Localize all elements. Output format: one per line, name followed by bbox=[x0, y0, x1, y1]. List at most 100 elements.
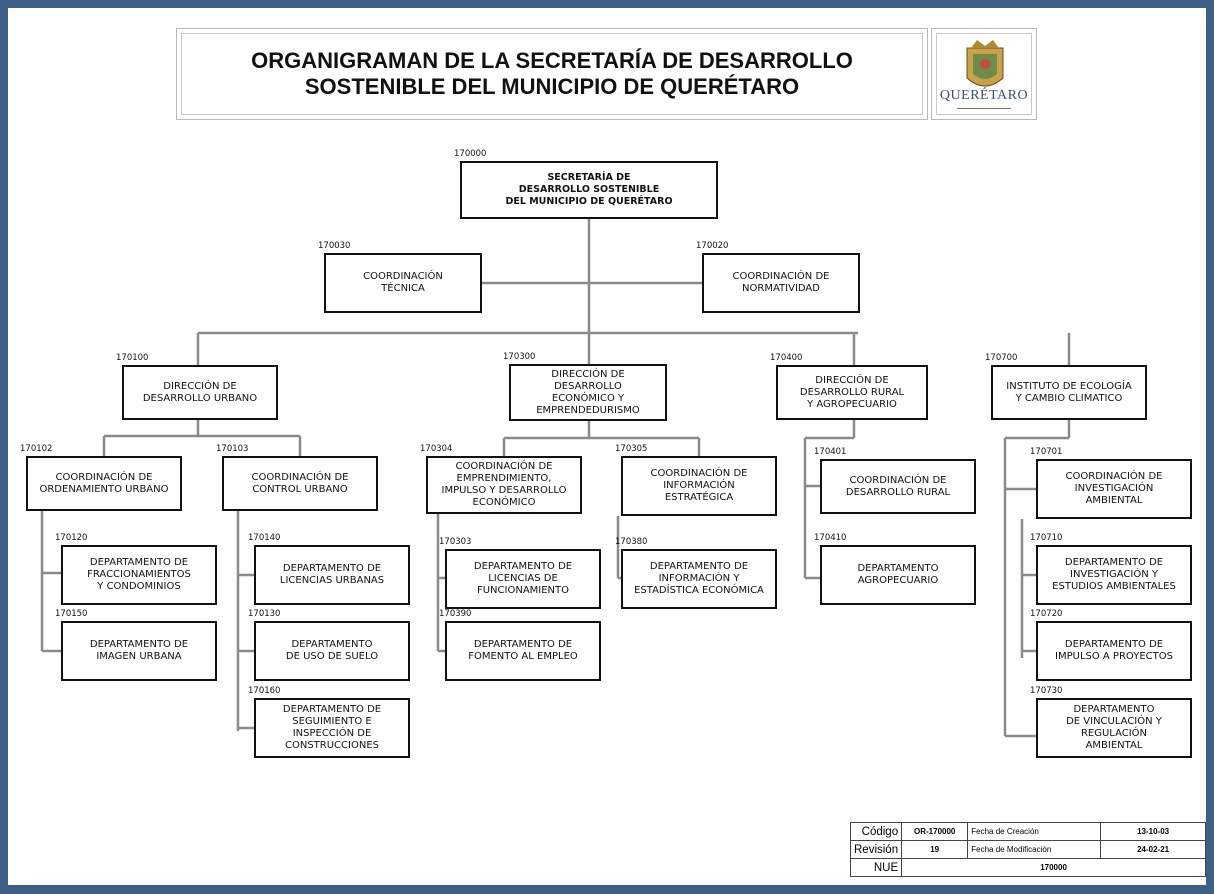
fecha-mod-value: 24-02-21 bbox=[1100, 840, 1206, 859]
unit-code-iecc: 170700 bbox=[985, 353, 1018, 363]
org-unit-line: DESARROLLO bbox=[554, 380, 622, 392]
unit-code-sec: 170000 bbox=[454, 149, 487, 159]
org-unit-line: DIRECCIÓN DE bbox=[551, 368, 625, 380]
unit-code-duso: 170130 bbox=[248, 609, 281, 619]
org-unit-line: Y CONDOMINIOS bbox=[97, 581, 181, 592]
revision-label: Revisión bbox=[849, 840, 903, 859]
org-unit-line: Y AGROPECUARIO bbox=[807, 398, 897, 410]
org-unit-line: IMPULSO Y DESARROLLO bbox=[441, 485, 567, 496]
org-unit-line: FOMENTO AL EMPLEO bbox=[468, 651, 578, 662]
unit-code-cemp: 170304 bbox=[420, 444, 453, 454]
unit-code-cord: 170102 bbox=[20, 444, 53, 454]
unit-code-dfra: 170120 bbox=[55, 533, 88, 543]
org-unit-line: DESARROLLO URBANO bbox=[142, 392, 258, 404]
org-unit-line: ESTRATÉGICA bbox=[664, 492, 734, 503]
org-unit-line: CONSTRUCCIONES bbox=[285, 740, 379, 751]
org-unit-line: INFORMACIÓN Y bbox=[658, 573, 740, 584]
page: ORGANIGRAMAN DE LA SECRETARÍA DE DESARRO… bbox=[8, 8, 1206, 885]
codigo-label: Código bbox=[849, 822, 903, 841]
nue-value: 170000 bbox=[901, 858, 1206, 877]
queretaro-logo: QUERÉTARO bbox=[931, 28, 1037, 120]
org-unit-line: COORDINACIÓN DE bbox=[251, 471, 349, 483]
org-unit-line: DEPARTAMENTO DE bbox=[473, 639, 573, 650]
org-unit-line: DEPARTAMENTO DE bbox=[89, 557, 189, 568]
org-unit-line: AGROPECUARIO bbox=[857, 575, 939, 586]
org-unit-line: ORDENAMIENTO URBANO bbox=[39, 483, 169, 495]
org-unit-line: Y CAMBIO CLIMATICO bbox=[1015, 392, 1123, 404]
connector-lines bbox=[40, 219, 1071, 738]
org-unit-line: NORMATIVIDAD bbox=[742, 283, 820, 294]
title-line-1: ORGANIGRAMAN DE LA SECRETARÍA DE DESARRO… bbox=[251, 48, 853, 73]
org-unit-line: DE USO DE SUELO bbox=[285, 651, 379, 662]
org-unit-line: DEPARTAMENTO DE bbox=[89, 639, 189, 650]
unit-code-drur: 170400 bbox=[770, 353, 803, 363]
nue-label: NUE bbox=[849, 858, 903, 877]
title-line-2: SOSTENIBLE DEL MUNICIPIO DE QUERÉTARO bbox=[304, 74, 800, 99]
org-unit-line: DESARROLLO RURAL bbox=[799, 386, 905, 398]
fecha-creacion-value: 13-10-03 bbox=[1100, 822, 1206, 841]
org-unit-line: CONTROL URBANO bbox=[252, 483, 348, 495]
title-box: ORGANIGRAMAN DE LA SECRETARÍA DE DESARRO… bbox=[176, 28, 928, 120]
org-unit-line: SECRETARÍA DE bbox=[547, 172, 631, 183]
org-unit-line: ECONÓMICO Y bbox=[551, 392, 625, 404]
org-unit-line: COORDINACIÓN DE bbox=[732, 271, 830, 282]
fecha-creacion-label: Fecha de Creación bbox=[967, 822, 1102, 841]
org-unit-line: LICENCIAS DE bbox=[488, 573, 558, 584]
unit-code-dlfu: 170303 bbox=[439, 537, 472, 547]
org-unit-line: EMPRENDEDURISMO bbox=[536, 404, 640, 416]
org-unit-line: COORDINACIÓN DE bbox=[455, 461, 553, 472]
org-unit-line: LICENCIAS URBANAS bbox=[279, 575, 385, 586]
logo-text: QUERÉTARO bbox=[939, 88, 1029, 103]
org-unit-line: INVESTIGACIÓN Y bbox=[1070, 569, 1158, 580]
org-unit-line: IMAGEN URBANA bbox=[96, 651, 182, 662]
org-unit-line: INSTITUTO DE ECOLOGÍA bbox=[1006, 380, 1132, 392]
org-unit-line: FUNCIONAMIENTO bbox=[476, 585, 570, 596]
revision-value: 19 bbox=[901, 840, 969, 859]
org-unit-line: DEPARTAMENTO bbox=[1073, 704, 1155, 715]
org-unit-line: ESTADÍSTICA ECONÓMICA bbox=[634, 585, 764, 596]
unit-code-dagr: 170410 bbox=[814, 533, 847, 543]
org-unit-line: DESARROLLO RURAL bbox=[845, 486, 951, 498]
org-unit-line: AMBIENTAL bbox=[1085, 740, 1143, 751]
coat-of-arms-icon bbox=[966, 40, 1004, 87]
unit-code-cinf: 170305 bbox=[615, 444, 648, 454]
org-unit-line: COORDINACIÓN DE bbox=[849, 474, 947, 486]
unit-code-ctec: 170030 bbox=[318, 241, 351, 251]
fecha-mod-label: Fecha de Modificación bbox=[967, 840, 1102, 859]
org-unit-line: REGULACIÓN bbox=[1080, 728, 1148, 739]
unit-code-cdru: 170401 bbox=[814, 447, 847, 457]
org-unit-line: AMBIENTAL bbox=[1085, 495, 1143, 506]
unit-code-dseg: 170160 bbox=[248, 686, 281, 696]
org-unit-line: DEL MUNICIPIO DE QUERÉTARO bbox=[505, 196, 673, 207]
org-unit-line: DEPARTAMENTO bbox=[857, 563, 939, 574]
unit-code-dfom: 170390 bbox=[439, 609, 472, 619]
org-unit-line: DEPARTAMENTO DE bbox=[282, 704, 382, 715]
org-unit-line: IMPULSO A PROYECTOS bbox=[1055, 651, 1173, 662]
org-unit-line: DEPARTAMENTO DE bbox=[282, 563, 382, 574]
org-unit-line: TÉCNICA bbox=[381, 283, 425, 294]
org-unit-line: EMPRENDIMIENTO, bbox=[456, 473, 552, 484]
org-unit-line: COORDINACIÓN DE bbox=[650, 468, 748, 479]
org-unit-line: FRACCIONAMIENTOS bbox=[87, 569, 191, 580]
org-unit-line: COORDINACIÓN DE bbox=[55, 471, 153, 483]
org-unit-line: DEPARTAMENTO DE bbox=[1064, 639, 1164, 650]
org-unit-line: DEPARTAMENTO DE bbox=[1064, 557, 1164, 568]
unit-code-durb: 170100 bbox=[116, 353, 149, 363]
